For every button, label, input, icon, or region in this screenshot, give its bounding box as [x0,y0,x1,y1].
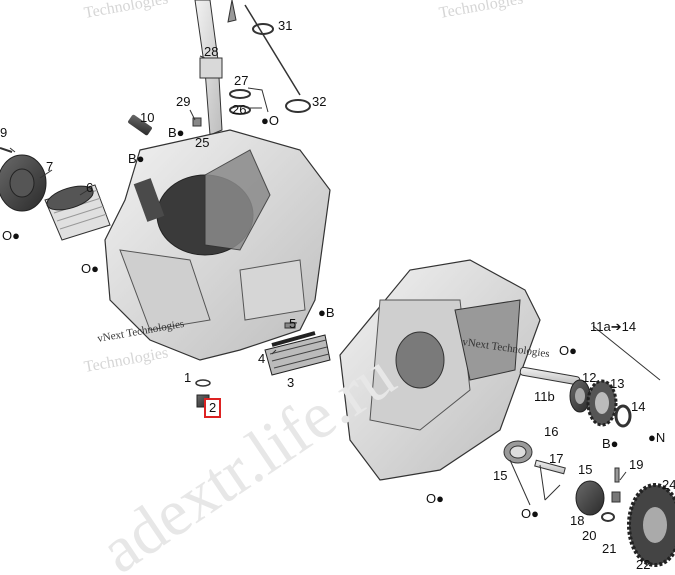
oil-drop-icon: ● [136,151,145,166]
lube-b-5: ●B [318,306,335,319]
oil-drop-icon: ● [318,305,326,320]
o-ring-32 [285,99,311,113]
dipstick-tube [194,0,237,136]
callout-7: 7 [46,159,54,174]
right-crankcase [339,259,541,481]
callout-5: 5 [289,316,297,331]
callout-20: 20 [582,528,597,543]
lube-o-crankcase: O● [426,492,444,505]
watermark-top-right: Technologies [438,0,525,22]
callout-28: 28 [204,44,219,59]
lube-n-label: N [655,430,666,445]
lube-b-label: B [128,151,137,166]
washer-14 [614,404,632,428]
shaft-11b [519,366,581,386]
lube-o-7: O● [2,229,20,242]
oil-drop-icon: ● [531,506,539,521]
callout-2-highlighted[interactable]: 2 [204,398,222,418]
lube-o-label: O [2,228,13,243]
oil-strainer [264,322,331,376]
oil-pump-housing [503,440,621,522]
oil-filter [44,184,111,241]
leader-lines [9,55,661,506]
lube-o-11: O● [559,344,577,357]
lube-o-6: O● [81,262,99,275]
left-crankcase [104,129,331,361]
oil-drop-icon: ● [91,261,99,276]
callout-14: 14 [631,399,646,414]
callout-11a-14: 11a➔14 [590,319,637,334]
o-ring-27 [229,89,251,99]
bolt-10 [128,114,152,136]
oil-drop-icon: ● [436,491,444,506]
oil-drop-icon: ● [610,436,619,451]
callout-32: 32 [312,94,327,109]
callout-11b: 11b [534,389,555,404]
lube-o-15: O● [521,507,539,520]
lube-b-label: B [325,305,335,320]
lube-o-26: ●O [261,114,279,127]
oil-drop-icon: ● [648,430,656,445]
lube-b-19: B● [602,437,619,450]
lube-n-14: ●N [648,431,665,444]
callout-13: 13 [610,376,625,391]
callout-15-left: 15 [493,468,508,483]
lube-o-label: O [268,113,279,128]
watermark-diagonal: adextr.life.ru [88,338,408,575]
callout-12: 12 [582,370,597,385]
callout-17: 17 [549,451,564,466]
watermark-top-left: Technologies [83,0,170,22]
callout-31: 31 [278,18,293,33]
callout-29: 29 [176,94,191,109]
callout-16: 16 [544,424,559,439]
oil-filter-cover [0,147,47,212]
callout-15-right: 15 [578,462,593,477]
callout-19: 19 [629,457,644,472]
callout-10: 10 [140,110,155,125]
o-ring-26 [229,105,251,115]
callout-21: 21 [602,541,617,556]
gear-22 [627,483,675,567]
lube-o-label: O [521,506,532,521]
lube-b-label: B [168,125,177,140]
oil-drop-icon: ● [569,343,577,358]
callout-18: 18 [570,513,585,528]
callout-1: 1 [184,370,192,385]
callout-25: 25 [195,135,210,150]
callout-24: 24 [662,477,675,492]
oil-drop-icon: ● [12,228,20,243]
gear-12 [569,379,591,413]
callout-6: 6 [86,180,94,195]
callout-26: 26 [232,102,247,117]
callout-9: 9 [0,125,8,140]
oil-drop-icon: ● [261,113,269,128]
callout-27: 27 [234,73,249,88]
lube-o-label: O [426,491,437,506]
lube-b-label: B [602,436,611,451]
watermark-mid-left-2: Technologies [83,344,170,376]
callout-22: 22 [636,557,651,572]
lube-b-10: B● [128,152,145,165]
gear-13 [586,379,618,427]
o-ring-31 [252,23,274,35]
lube-o-label: O [81,261,92,276]
callout-3: 3 [287,375,295,390]
lube-o-label: O [559,343,570,358]
screw-29 [192,117,202,127]
lube-b-29: B● [168,126,185,139]
callout-4: 4 [258,351,266,366]
oil-drop-icon: ● [176,125,185,140]
dipstick-rod [244,4,301,96]
